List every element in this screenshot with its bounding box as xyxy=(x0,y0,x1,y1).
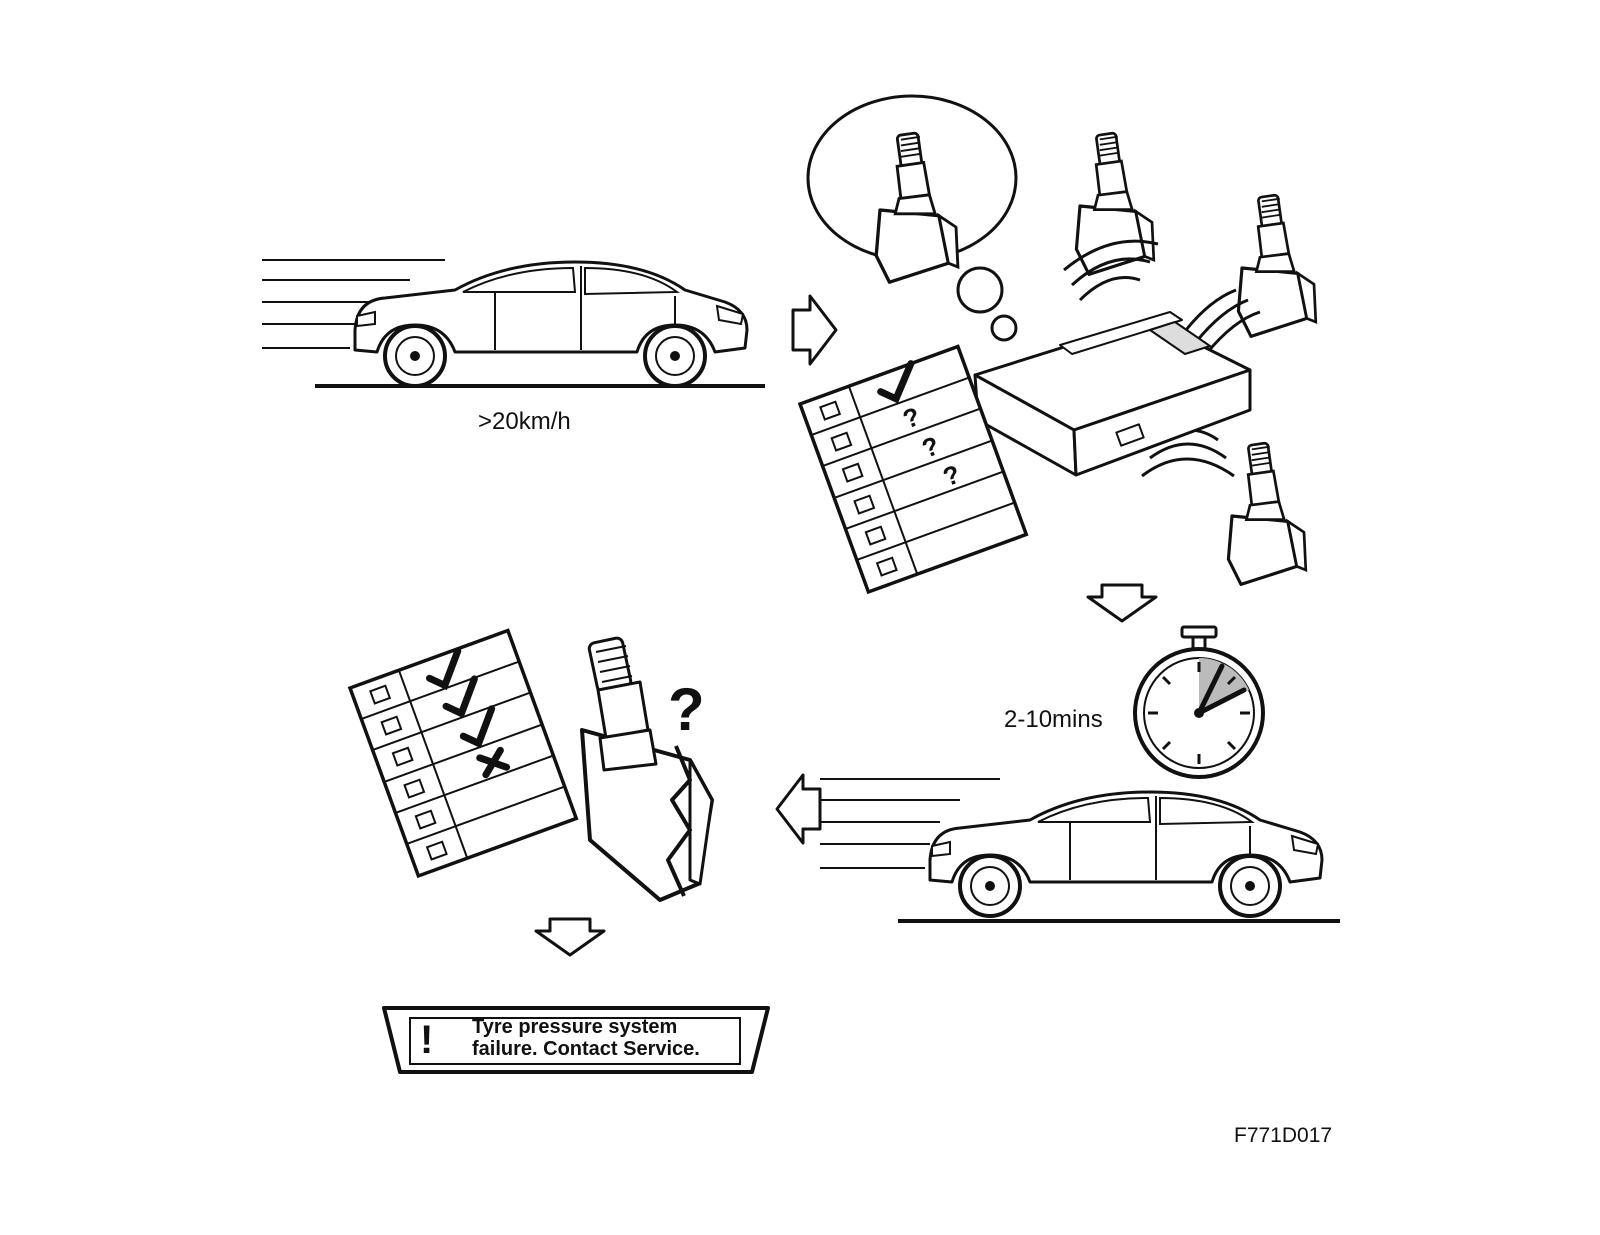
checklist-top: ? ? ? xyxy=(797,344,1029,595)
flow-arrow-icon xyxy=(775,773,822,845)
figure-code: F771D017 xyxy=(1234,1124,1333,1147)
warning-icon: ! xyxy=(420,1018,434,1062)
flow-arrow-icon xyxy=(1086,583,1158,623)
stopwatch-icon xyxy=(1133,625,1265,779)
flow-arrow-icon xyxy=(534,917,606,957)
warning-message: ! Tyre pressure system failure. Contact … xyxy=(384,1006,750,1070)
control-unit-icon xyxy=(973,311,1252,477)
checklist-bottom xyxy=(347,628,579,879)
car-moving-icon xyxy=(262,259,765,388)
tpms-sensor-icon xyxy=(1226,441,1308,586)
question-mark: ? xyxy=(668,676,705,743)
car-moving-icon xyxy=(820,778,1340,923)
broken-sensor-icon xyxy=(580,636,714,902)
flow-arrow-icon xyxy=(791,294,838,366)
warning-display xyxy=(382,1006,770,1074)
speed-label: >20km/h xyxy=(478,408,571,435)
warning-line-1: Tyre pressure system xyxy=(472,1016,678,1038)
duration-label: 2-10mins xyxy=(1004,706,1103,733)
signal-waves xyxy=(1063,239,1261,478)
thought-bubble xyxy=(806,94,1018,342)
warning-line-2: failure. Contact Service. xyxy=(472,1038,700,1060)
warning-text: Tyre pressure system failure. Contact Se… xyxy=(472,1016,700,1060)
